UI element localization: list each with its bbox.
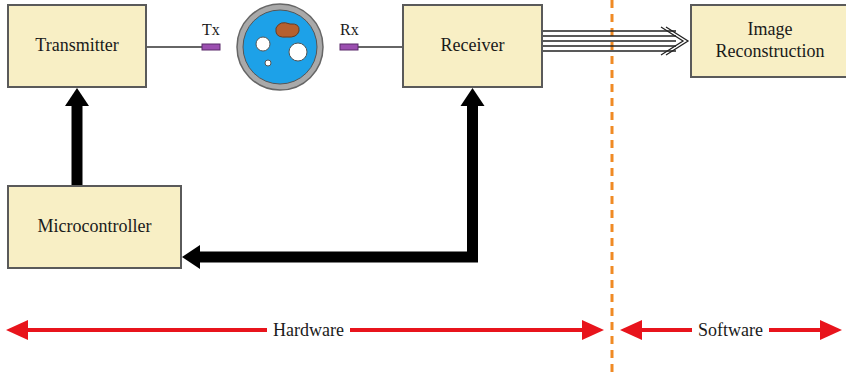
- inclusion: [289, 43, 307, 61]
- bus-line: [198, 104, 473, 257]
- phantom-tank: [243, 10, 317, 84]
- signal-line: [543, 50, 676, 51]
- inclusion: [265, 60, 271, 66]
- range-arrowhead: [820, 320, 842, 340]
- range-label: Hardware: [267, 320, 350, 341]
- range-arrowhead: [6, 320, 28, 340]
- receiver-box: Receiver: [402, 4, 543, 88]
- connector: [182, 88, 485, 269]
- phantom-ring: [237, 4, 323, 90]
- object: [276, 23, 299, 37]
- arrowhead: [182, 245, 200, 269]
- controller-box: Microcontroller: [7, 185, 182, 269]
- electrode: [340, 44, 358, 50]
- box-text: Transmitter: [35, 35, 118, 57]
- inclusion: [256, 37, 270, 51]
- divider-line: [611, 0, 614, 374]
- electrode-label: Tx: [202, 21, 220, 39]
- range-arrowhead: [582, 320, 604, 340]
- signal-line: [543, 40, 676, 41]
- electrode-label: Rx: [340, 21, 359, 39]
- range-arrowhead: [620, 320, 642, 340]
- wire: [358, 46, 402, 48]
- arrowhead: [65, 88, 89, 106]
- range-label: Software: [692, 320, 769, 341]
- arrowhead: [461, 88, 485, 106]
- box-text: Image Reconstruction: [705, 19, 835, 62]
- signal-line: [543, 45, 676, 46]
- electrode: [202, 44, 220, 50]
- wire: [147, 46, 202, 48]
- software-box: Image Reconstruction: [690, 4, 846, 78]
- connector: [65, 88, 89, 185]
- bus-line: [72, 104, 83, 185]
- arrowhead: [661, 27, 683, 55]
- transmitter-box: Transmitter: [7, 4, 147, 88]
- box-text: Microcontroller: [38, 216, 152, 238]
- signal-line: [543, 35, 676, 36]
- arrowhead: [666, 27, 688, 55]
- connector: [543, 27, 688, 55]
- signal-line: [543, 30, 676, 31]
- box-text: Receiver: [441, 35, 505, 57]
